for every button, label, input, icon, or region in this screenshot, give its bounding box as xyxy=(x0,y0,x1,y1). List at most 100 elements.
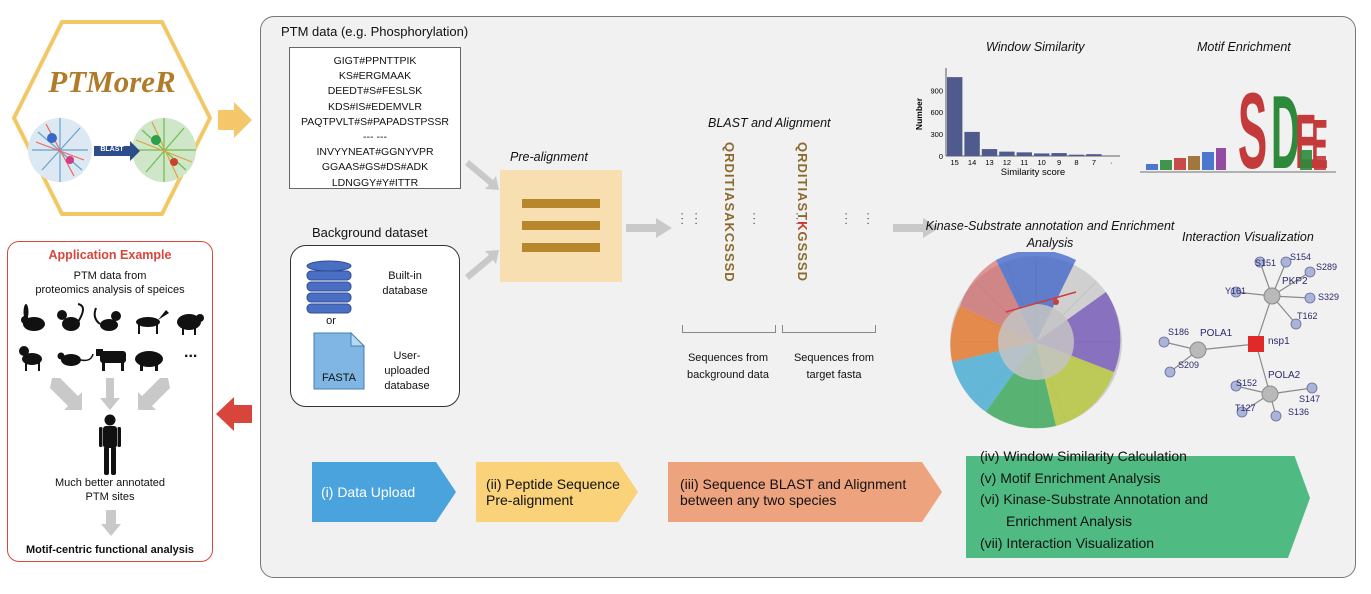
node-label-site: S152 xyxy=(1236,378,1258,388)
dog-icon xyxy=(19,346,42,371)
alignment-bar xyxy=(522,199,600,208)
node-label-site: S186 xyxy=(1168,327,1190,337)
y-tick-label: 600 xyxy=(930,108,943,117)
x-tick-label: 7 xyxy=(1092,158,1096,167)
node-label-site: S136 xyxy=(1288,407,1310,417)
logo-hexagon xyxy=(11,20,213,216)
step-iv: (iv) Window Similarity Calculation xyxy=(980,448,1187,464)
mouse-icon xyxy=(57,352,94,366)
step-arrow-4 xyxy=(966,456,1310,558)
node-label-POLA2: POLA2 xyxy=(1268,370,1301,381)
node-label-site: Y161 xyxy=(1225,286,1247,296)
application-ellipsis: ... xyxy=(184,344,198,361)
prealign-arrow-icon xyxy=(626,218,672,238)
kinase-network-graphic xyxy=(950,252,1122,429)
x-tick-label: 8 xyxy=(1074,158,1078,167)
bar xyxy=(981,149,998,156)
target-sequence-head: QRDITIAST xyxy=(795,142,810,222)
human-icon xyxy=(99,414,121,475)
y-tick-label: 0 xyxy=(939,152,943,161)
alignment-dots: · · · xyxy=(676,212,688,225)
animal-icons xyxy=(19,303,204,371)
pig-icon xyxy=(135,351,163,371)
target-sequence: QRDITIASTKGSSSD xyxy=(795,142,810,282)
cat-icon xyxy=(93,307,121,331)
y-axis-label: Number xyxy=(914,97,924,130)
ptm-sequence: DEEDT#S#FESLSK xyxy=(327,85,423,98)
x-tick-label: 11 xyxy=(1020,158,1028,167)
application-example-panel: Application Example PTM data from proteo… xyxy=(7,241,213,562)
step-v: (v) Motif Enrichment Analysis xyxy=(980,470,1161,486)
ptm-sequence: KS#ERGMAAK xyxy=(338,70,412,83)
input-arrows-icon xyxy=(465,160,499,280)
application-line3: Much better annotated xyxy=(54,477,166,489)
caption-background: Sequences from background data xyxy=(687,352,769,381)
ptm-sequence: GIGT#PPNTTPIK xyxy=(333,55,417,67)
return-arrow-icon xyxy=(216,397,252,431)
converge-arrows-icon xyxy=(50,378,170,410)
bar xyxy=(1051,153,1067,156)
x-tick-label: 15 xyxy=(951,158,959,167)
ptm-sequence: KDS#IS#EDEMVLR xyxy=(328,100,422,113)
step-arrow-1 xyxy=(312,462,456,522)
node-label-site: S289 xyxy=(1316,262,1338,272)
node-label-nsp1: nsp1 xyxy=(1268,336,1290,347)
node-label-PKP2: PKP2 xyxy=(1282,276,1308,287)
down-arrow-icon xyxy=(101,510,121,536)
uploaded-database-label: User-uploaded database xyxy=(384,350,430,392)
node-label-site: S329 xyxy=(1318,292,1340,302)
bar xyxy=(1016,152,1032,156)
blast-arrow-icon xyxy=(893,218,939,238)
step-blast: (iii) Sequence BLAST and Alignment betwe… xyxy=(680,476,907,508)
step-prealignment: (ii) Peptide Sequence Pre-alignment xyxy=(486,476,620,508)
background-sequence: QRDITIASAKCSSSD xyxy=(722,142,737,283)
horse-icon xyxy=(136,310,169,334)
alignment-dots: · · · xyxy=(840,212,852,225)
motif-enrichment-title: Motif Enrichment xyxy=(1197,40,1291,54)
y-tick-label: 900 xyxy=(930,86,943,95)
rabbit-icon xyxy=(21,304,45,331)
prealignment-title: Pre-alignment xyxy=(510,150,588,164)
x-tick-label: 14 xyxy=(968,158,976,167)
monkey-icon xyxy=(57,303,84,331)
sheep-icon xyxy=(177,314,204,335)
node-label-site: T162 xyxy=(1297,311,1318,321)
node-label-POLA1: POLA1 xyxy=(1200,328,1233,339)
step-vi: (vi) Kinase-Substrate Annotation and xyxy=(980,491,1209,507)
bar xyxy=(999,151,1015,156)
application-line1: PTM data from xyxy=(73,270,147,282)
step-vi-cont: Enrichment Analysis xyxy=(1006,513,1133,529)
logo-arrow-icon xyxy=(218,102,252,138)
left-bracket xyxy=(682,325,776,333)
fasta-file-icon xyxy=(313,332,365,390)
ptm-sequence: --- --- xyxy=(363,131,387,144)
cow-icon xyxy=(96,349,126,371)
ptm-sequence: PAQTPVLT#S#PAPADSTPSSR xyxy=(300,115,450,128)
bar xyxy=(1086,154,1102,156)
y-tick-label: 300 xyxy=(930,130,943,139)
x-tick-label: · xyxy=(1110,158,1113,167)
ptm-sequence: GGAAS#GS#DS#ADK xyxy=(321,161,429,174)
application-line2: proteomics analysis of speices xyxy=(35,284,185,296)
ptm-sequence: INVYYNEAT#GGNYVPR xyxy=(316,146,434,159)
x-axis-label: Similarity score xyxy=(1001,167,1065,178)
blast-title: BLAST and Alignment xyxy=(708,116,831,130)
ptm-sequence-box: GIGT#PPNTTPIK KS#ERGMAAK DEEDT#S#FESLSK … xyxy=(289,47,461,189)
alignment-bar xyxy=(522,221,600,230)
logo-title: PTMoreR xyxy=(48,64,176,99)
node-label-site: T127 xyxy=(1235,403,1256,413)
alignment-dots: · · · xyxy=(791,212,803,225)
svg-text:D: D xyxy=(1271,74,1300,176)
alignment-dots: · · · xyxy=(748,212,760,225)
step-arrow-3 xyxy=(668,462,942,522)
node-label-site: S151 xyxy=(1255,258,1277,268)
target-sequence-tail: GSSSD xyxy=(795,231,810,282)
right-bracket xyxy=(782,325,876,333)
alignment-bar xyxy=(522,243,600,252)
fasta-label: FASTA xyxy=(321,372,357,384)
svg-text:S: S xyxy=(1238,71,1267,176)
x-tick-label: 13 xyxy=(985,158,993,167)
x-tick-label: 10 xyxy=(1038,158,1046,167)
ptm-data-title: PTM data (e.g. Phosphorylation) xyxy=(281,24,469,39)
